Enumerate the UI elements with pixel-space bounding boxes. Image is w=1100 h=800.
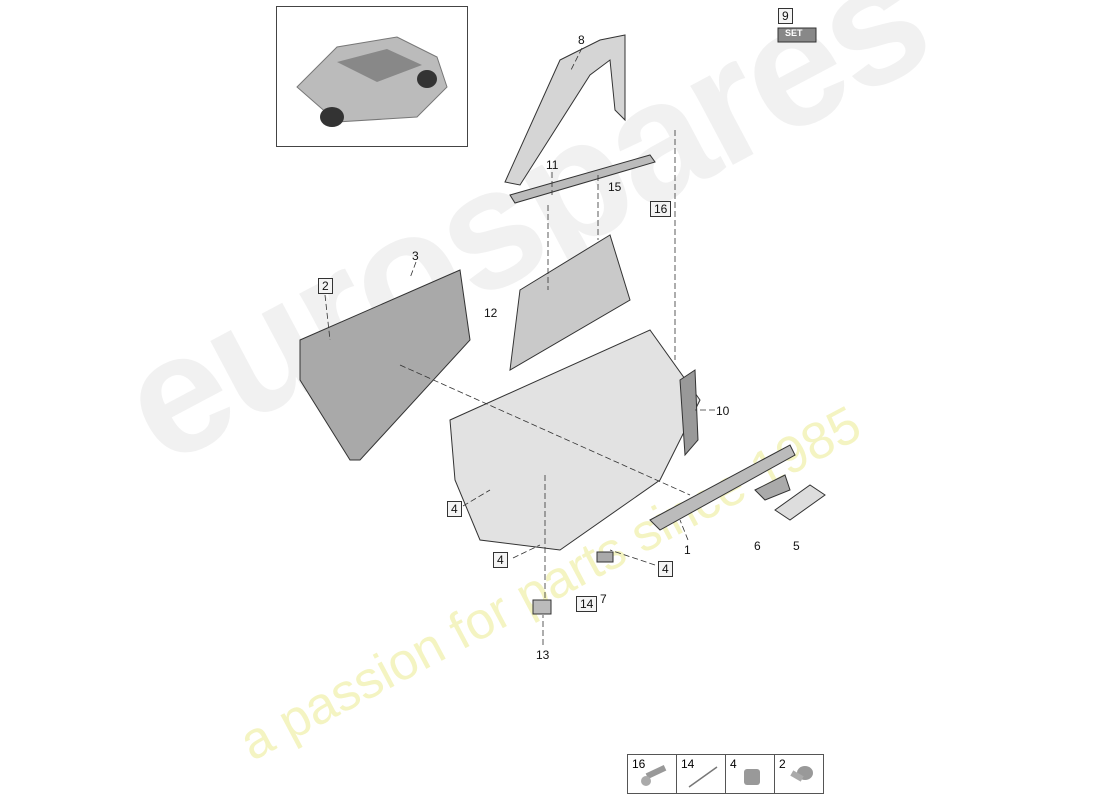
callout-2: 2 [318,278,333,294]
callout-8: 8 [578,33,585,47]
clip-nut-icon [744,769,760,785]
legend-num: 14 [681,757,695,771]
rivet-pin-icon [688,766,718,788]
callout-4a: 4 [447,501,462,517]
callout-1: 1 [684,543,691,557]
part-12-sunblind [509,234,631,371]
car-icon [296,36,448,127]
part-5-bezel [774,484,826,521]
legend-num: 4 [730,757,737,771]
screw-icon [641,765,667,786]
legend-item: 16 [628,755,677,793]
part-10-trim [679,369,699,457]
part-3-insulation [299,269,471,461]
bolt-icon [790,766,813,782]
callout-15: 15 [608,180,622,194]
legend-item: 2 [775,755,823,793]
callout-3: 3 [412,249,419,263]
callout-5: 5 [793,539,800,553]
callout-12: 12 [484,306,498,320]
part-6-cover [754,474,791,501]
callout-16: 16 [650,201,672,217]
part-7-clip [596,551,614,563]
legend-item: 14 [677,755,726,793]
legend-item: 4 [726,755,775,793]
part-1-handle-trim [649,444,796,531]
part-1-door-panel [449,329,701,551]
legend-num: 2 [779,757,786,771]
part-8-frame-trim [504,34,626,186]
callout-4c: 4 [658,561,673,577]
vehicle-thumbnail [276,6,468,147]
part-13-bracket [532,599,552,615]
set-label: SET [785,28,803,38]
callout-13: 13 [536,648,550,662]
part-11-rail [509,154,656,204]
callout-4b: 4 [493,552,508,568]
part-9-set [777,27,817,43]
fastener-legend: 16 14 4 2 [627,754,824,794]
legend-num: 16 [632,757,646,771]
callout-14: 14 [576,596,598,612]
callout-9: 9 [778,8,793,24]
callout-11: 11 [546,158,559,172]
callout-7: 7 [600,592,607,606]
callout-10: 10 [716,404,730,418]
callout-6: 6 [754,539,761,553]
